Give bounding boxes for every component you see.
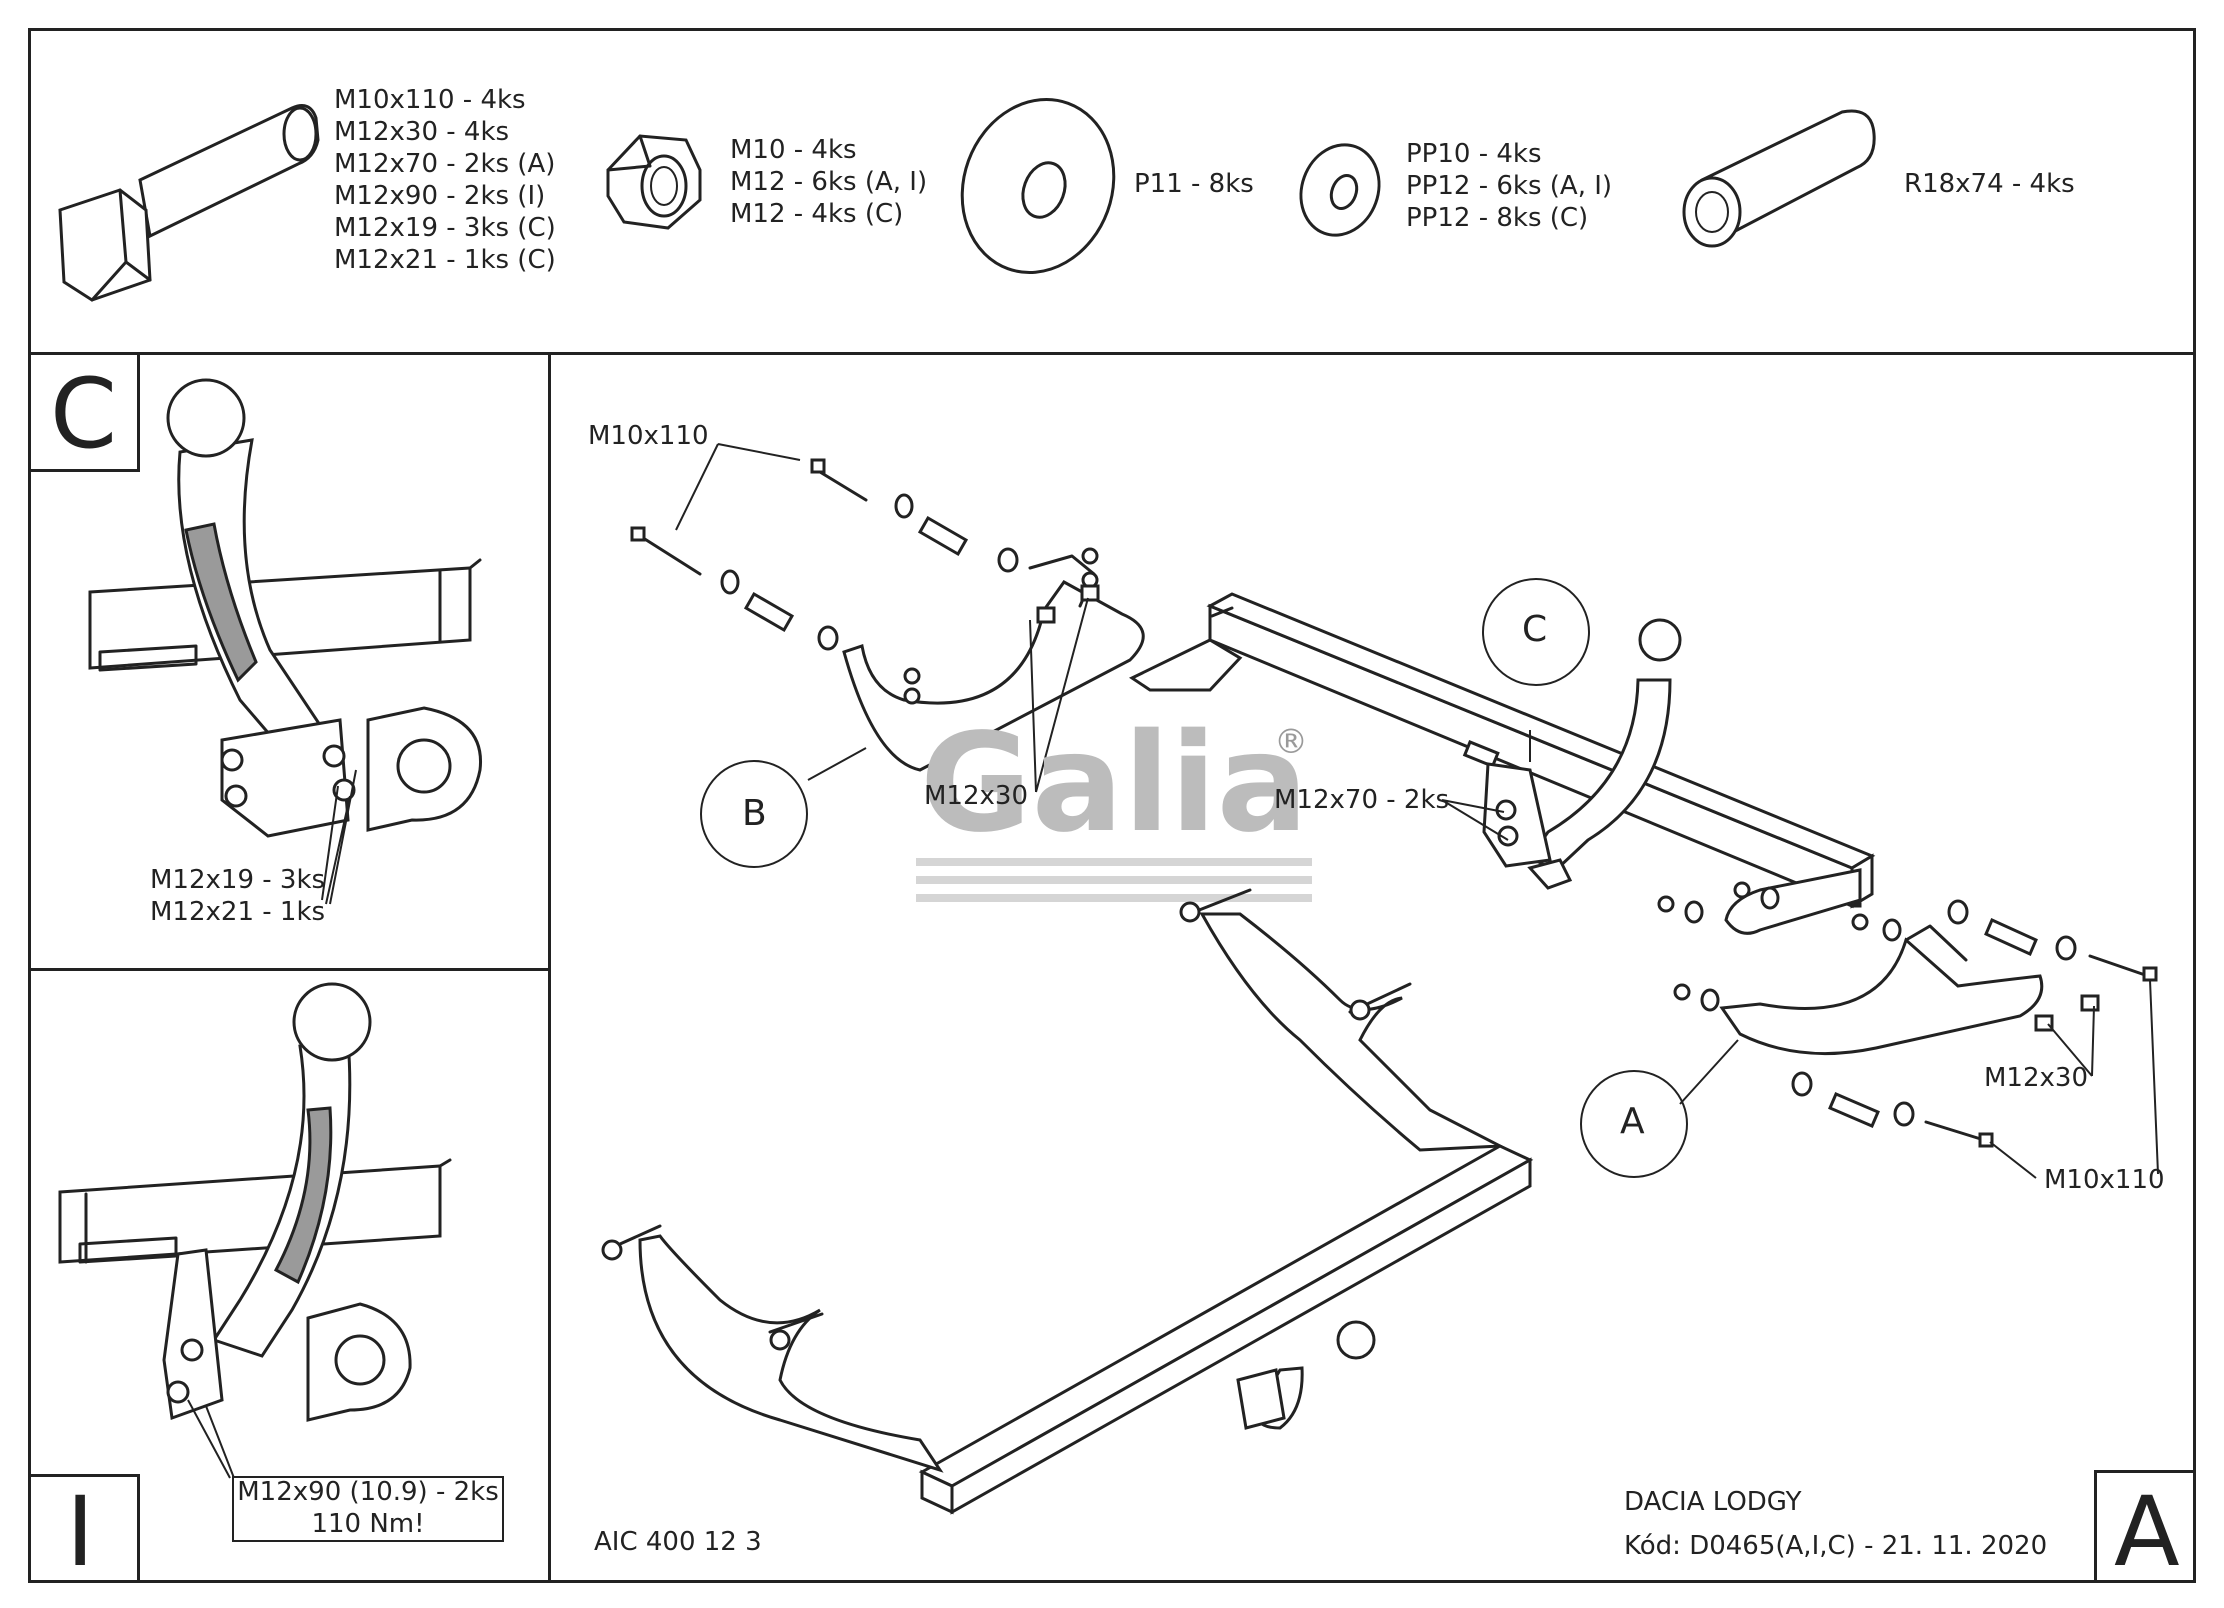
galia-registered-mark: ® [1274, 722, 1308, 762]
panel-i-letter: I [66, 1476, 95, 1588]
spacer-spec: R18x74 - 4ks [1904, 169, 2075, 199]
lower-bolt-chain-icon [1657, 881, 2158, 1148]
washer-spec-2: PP12 - 6ks (A, I) [1406, 171, 1613, 201]
hitch-assembly-icon [601, 888, 1534, 1515]
callout-letter-a: A [1620, 1101, 1645, 1142]
drawing-code: AIC 400 12 3 [594, 1527, 762, 1557]
corner-letter: A [2114, 1476, 2180, 1588]
label-m12x30-right: M12x30 [1984, 1063, 2088, 1093]
callout-circle-a [1580, 1070, 1688, 1178]
tow-ball-upper-icon [1482, 618, 1682, 890]
corner-letter-box [2094, 1470, 2196, 1583]
label-m12x30-left: M12x30 [924, 781, 1028, 811]
bolt-spec-1: M10x110 - 4ks [334, 85, 526, 115]
panel-i-torque: 110 Nm! [311, 1509, 425, 1539]
bolt-spec-4: M12x90 - 2ks (I) [334, 181, 546, 211]
left-column-divider [548, 352, 551, 1583]
bracket-b-icon [842, 554, 1243, 772]
callout-circle-b [700, 760, 808, 868]
vehicle-model: DACIA LODGY [1624, 1487, 1802, 1517]
panel-i-bolt-list: M12x90 (10.9) - 2ks 110 Nm! [232, 1476, 504, 1540]
callout-circle-c [1482, 578, 1590, 686]
left-panel-divider [28, 968, 550, 971]
washer-list: PP10 - 4ks PP12 - 6ks (A, I) PP12 - 8ks … [1406, 138, 1612, 234]
callout-letter-c: C [1522, 609, 1548, 650]
bracket-a-icon [1719, 868, 2044, 1056]
washer-icon [1299, 143, 1381, 237]
upper-bolt-chain-icon [630, 458, 1100, 705]
label-m10x110-bottom: M10x110 [2044, 1165, 2165, 1195]
panel-i-bolt-1: M12x90 (10.9) - 2ks [237, 1477, 499, 1507]
panel-i-letter-box [28, 1474, 140, 1583]
bolt-spec-2: M12x30 - 4ks [334, 117, 510, 147]
label-m10x110-top: M10x110 [588, 421, 709, 451]
spacer-tube-icon [1682, 109, 1876, 248]
washer-spec-3: PP12 - 8ks (C) [1406, 203, 1589, 233]
bolt-list: M10x110 - 4ks M12x30 - 4ks M12x70 - 2ks … [334, 84, 556, 276]
panel-c-letter: C [50, 358, 118, 470]
bolt-spec-5: M12x19 - 3ks (C) [334, 213, 556, 243]
bolt-icon [58, 104, 320, 302]
nut-icon [606, 134, 702, 230]
panel-c-bolt-2: M12x21 - 1ks [150, 897, 326, 927]
galia-watermark-icon [916, 858, 1312, 902]
panel-c-bolt-1: M12x19 - 3ks [150, 865, 326, 895]
large-washer-spec: P11 - 8ks [1134, 169, 1254, 199]
nut-spec-1: M10 - 4ks [730, 135, 857, 165]
drawing-border [28, 28, 2196, 1583]
bolt-spec-6: M12x21 - 1ks (C) [334, 245, 556, 275]
nut-list: M10 - 4ks M12 - 6ks (A, I) M12 - 4ks (C) [730, 134, 927, 230]
galia-watermark: Galia [920, 705, 1309, 863]
callout-letter-b: B [742, 793, 767, 834]
large-washer-icon [960, 98, 1116, 274]
panel-c-bolt-list: M12x19 - 3ks M12x21 - 1ks [150, 864, 325, 928]
nut-spec-2: M12 - 6ks (A, I) [730, 167, 928, 197]
washer-spec-1: PP10 - 4ks [1406, 139, 1542, 169]
label-m12x70: M12x70 - 2ks [1274, 785, 1450, 815]
header-divider [28, 352, 2196, 355]
bolt-spec-3: M12x70 - 2ks (A) [334, 149, 556, 179]
panel-c-letter-box [28, 352, 140, 472]
product-code-date: Kód: D0465(A,I,C) - 21. 11. 2020 [1624, 1531, 2048, 1561]
nut-spec-3: M12 - 4ks (C) [730, 199, 904, 229]
panel-i-torque-box [232, 1476, 504, 1542]
